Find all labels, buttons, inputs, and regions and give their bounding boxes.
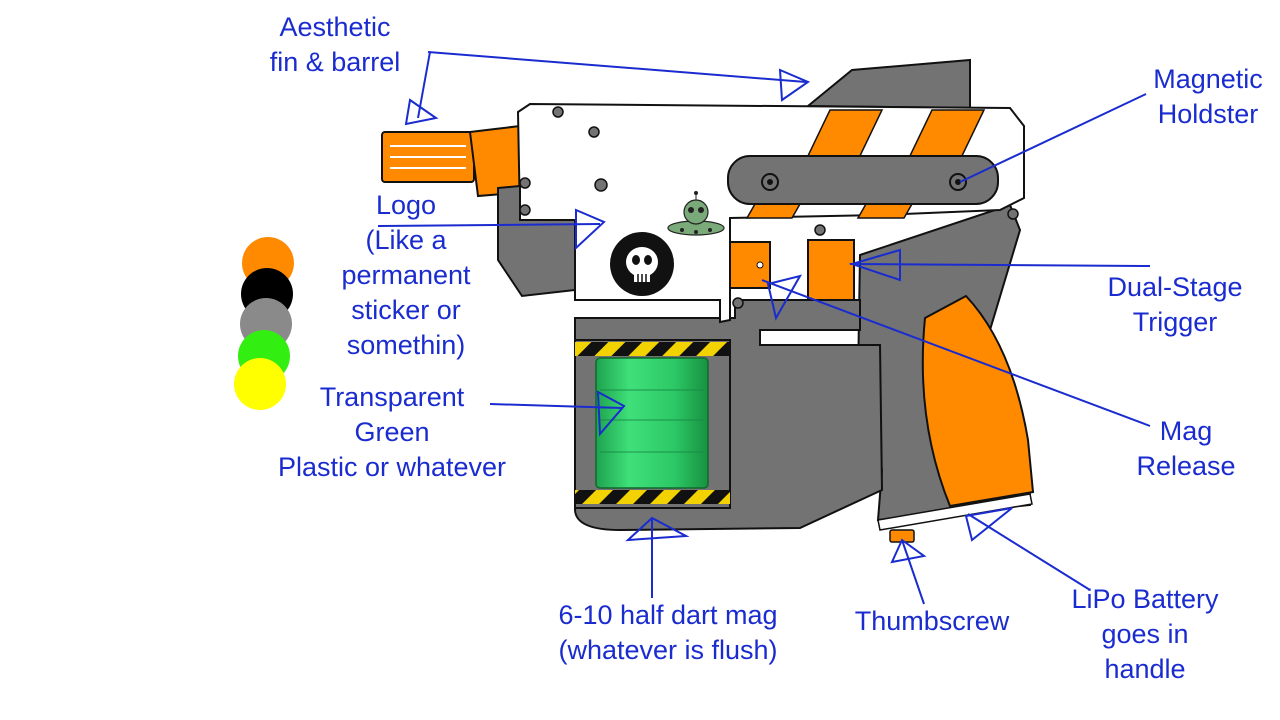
aesthetic-fin bbox=[805, 58, 971, 110]
magnetic-holdster-rail bbox=[727, 155, 999, 205]
hazard-stripe-bottom bbox=[575, 490, 730, 504]
annotation-arrows bbox=[377, 51, 1151, 605]
front-block bbox=[497, 184, 576, 298]
hazard-stripe-top bbox=[575, 342, 730, 356]
dual-stage-trigger bbox=[807, 239, 855, 301]
transparent-mag-window bbox=[595, 357, 709, 489]
skull-logo-icon bbox=[610, 232, 674, 296]
label-mag: 6-10 half dart mag(whatever is flush) bbox=[558, 600, 778, 665]
alien-ufo-icon bbox=[667, 191, 725, 236]
grip-panel bbox=[921, 294, 1035, 508]
label-thumbscrew: Thumbscrew bbox=[854, 606, 1010, 636]
battery-cap bbox=[877, 493, 1033, 531]
swatch-yellow bbox=[234, 358, 286, 410]
